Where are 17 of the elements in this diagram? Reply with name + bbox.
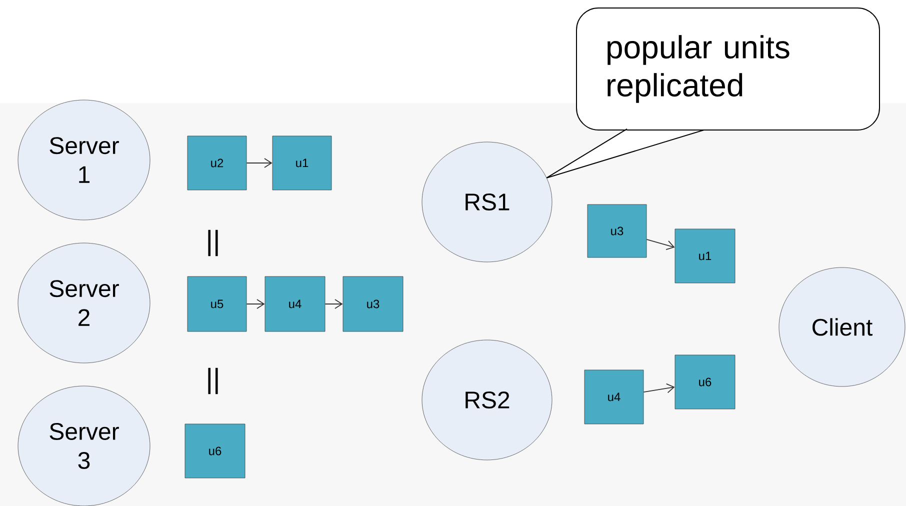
arrow	[646, 238, 675, 250]
unit-box: u1	[272, 136, 332, 190]
unit-box: u1	[674, 228, 736, 284]
unit-box: u6	[674, 354, 736, 410]
unit-box: u4	[584, 370, 644, 424]
parallel-mark: ||	[208, 368, 218, 394]
unit-box: u6	[184, 424, 246, 478]
arrow	[246, 299, 265, 309]
unit-box: u2	[187, 136, 247, 190]
arrow	[246, 158, 272, 168]
arrow	[324, 299, 343, 309]
parallel-mark: ||	[208, 230, 218, 256]
arrow	[643, 383, 675, 394]
unit-box: u3	[342, 276, 404, 332]
unit-box: u3	[587, 204, 647, 258]
unit-box: u5	[187, 276, 247, 332]
unit-box: u4	[264, 276, 326, 332]
